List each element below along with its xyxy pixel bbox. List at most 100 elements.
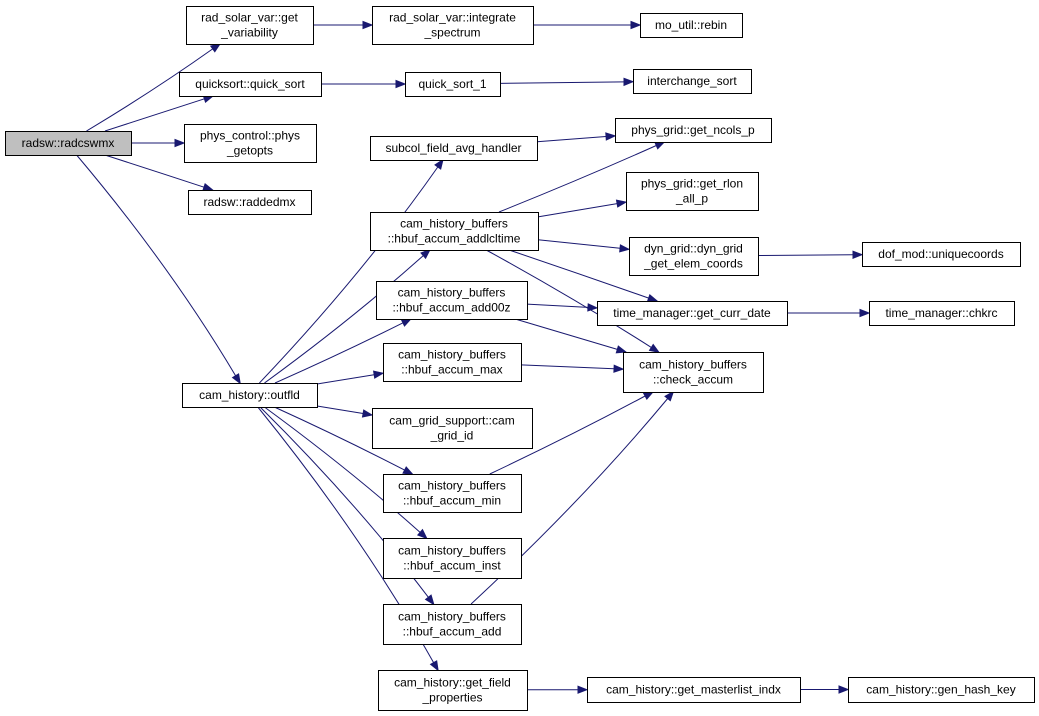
node-label: cam_history_buffers — [400, 217, 508, 231]
edge-get_variability-to-integrate_spectrum — [313, 20, 374, 30]
node-outfld[interactable]: cam_history::outfld — [182, 383, 318, 408]
edge-addlcltime-to-dyn_grid_coords — [537, 239, 631, 253]
node-accum_max[interactable]: cam_history_buffers::hbuf_accum_max — [383, 343, 522, 382]
edge-line — [76, 154, 237, 376]
node-label: _get_elem_coords — [643, 257, 743, 271]
node-interchange_sort[interactable]: interchange_sort — [633, 69, 752, 94]
arrowhead-icon — [577, 685, 589, 694]
node-box — [5, 131, 132, 156]
arrowhead-icon — [587, 303, 599, 312]
arrowhead-icon — [231, 373, 241, 385]
node-label: _variability — [220, 26, 278, 40]
arrowhead-icon — [434, 158, 444, 170]
node-quick_sort_1[interactable]: quick_sort_1 — [405, 72, 501, 97]
node-gen_hash_key[interactable]: cam_history::gen_hash_key — [848, 677, 1035, 703]
edge-get_masterlist_indx-to-gen_hash_key — [800, 685, 850, 694]
node-uniquecoords[interactable]: dof_mod::uniquecoords — [862, 242, 1021, 267]
node-label: cam_history_buffers — [398, 348, 506, 362]
node-box — [615, 118, 772, 143]
arrowhead-icon — [859, 308, 871, 318]
edge-line — [508, 249, 649, 299]
node-get_masterlist_indx[interactable]: cam_history::get_masterlist_indx — [587, 677, 801, 703]
edge-dyn_grid_coords-to-uniquecoords — [757, 250, 864, 259]
edge-line — [264, 406, 421, 533]
arrowhead-icon — [630, 20, 642, 30]
node-box — [182, 383, 318, 408]
edge-add00z-to-check_accum — [515, 318, 628, 354]
edge-line — [499, 81, 625, 84]
node-label: subcol_field_avg_handler — [385, 141, 521, 155]
node-rebin[interactable]: mo_util::rebin — [640, 13, 743, 38]
node-get_rlon_all_p[interactable]: phys_grid::get_rlon_all_p — [626, 172, 759, 211]
node-label: cam_history_buffers — [398, 286, 506, 300]
node-box — [597, 301, 788, 326]
edge-outfld-to-accum_max — [316, 370, 385, 385]
node-addlcltime[interactable]: cam_history_buffers::hbuf_accum_addlclti… — [370, 212, 539, 251]
node-label: _spectrum — [423, 26, 480, 40]
arrowhead-icon — [852, 250, 864, 259]
node-box — [372, 408, 533, 449]
node-box — [383, 474, 522, 513]
node-box — [372, 6, 534, 45]
edge-line — [86, 48, 213, 132]
node-check_accum[interactable]: cam_history_buffers::check_accum — [623, 352, 764, 393]
node-label: cam_history_buffers — [398, 610, 506, 624]
node-box — [629, 237, 759, 276]
node-label: mo_util::rebin — [655, 18, 727, 32]
node-cam_grid_id[interactable]: cam_grid_support::cam_grid_id — [372, 408, 533, 449]
node-add00z[interactable]: cam_history_buffers::hbuf_accum_add00z — [376, 281, 528, 320]
edge-line — [520, 364, 615, 370]
node-label: ::hbuf_accum_max — [401, 363, 502, 377]
edge-add00z-to-get_curr_date — [526, 303, 599, 312]
edge-outfld-to-accum_inst — [264, 406, 428, 540]
edge-radcswmx-to-phys_getopts — [130, 138, 186, 148]
node-box — [587, 677, 801, 703]
node-label: cam_history::get_masterlist_indx — [606, 683, 781, 697]
arrowhead-icon — [202, 183, 214, 192]
node-box — [179, 72, 322, 97]
node-integrate_spectrum[interactable]: rad_solar_var::integrate_spectrum — [372, 6, 534, 45]
node-label: ::hbuf_accum_inst — [403, 559, 501, 573]
edge-line — [537, 239, 621, 249]
arrowhead-icon — [395, 79, 407, 89]
node-get_variability[interactable]: rad_solar_var::get_variability — [186, 6, 314, 45]
arrowhead-icon — [420, 248, 432, 260]
node-label: phys_grid::get_ncols_p — [631, 123, 755, 137]
edge-quick_sort-to-quick_sort_1 — [321, 79, 407, 89]
edge-line — [316, 374, 375, 385]
node-subcol_handler[interactable]: subcol_field_avg_handler — [370, 136, 538, 161]
node-radcswmx[interactable]: radsw::radcswmx — [5, 131, 132, 156]
edge-get_field_properties-to-get_masterlist_indx — [526, 685, 589, 694]
node-dyn_grid_coords[interactable]: dyn_grid::dyn_grid_get_elem_coords — [629, 237, 759, 276]
node-get_field_properties[interactable]: cam_history::get_field_properties — [378, 670, 528, 711]
node-label: cam_history_buffers — [398, 544, 506, 558]
edge-line — [104, 154, 205, 188]
node-quick_sort[interactable]: quicksort::quick_sort — [179, 72, 322, 97]
node-box — [405, 72, 501, 97]
edge-addlcltime-to-check_accum — [485, 249, 661, 354]
node-label: time_manager::get_curr_date — [613, 306, 771, 320]
node-chkrc[interactable]: time_manager::chkrc — [869, 301, 1015, 326]
arrowhead-icon — [648, 343, 661, 354]
node-phys_getopts[interactable]: phys_control::phys_getopts — [184, 124, 317, 163]
node-get_curr_date[interactable]: time_manager::get_curr_date — [597, 301, 788, 326]
arrowhead-icon — [402, 466, 414, 475]
node-get_ncols_p[interactable]: phys_grid::get_ncols_p — [615, 118, 772, 143]
edge-accum_max-to-check_accum — [520, 364, 625, 373]
arrowhead-icon — [623, 77, 635, 87]
node-box — [370, 136, 538, 161]
node-box — [383, 343, 522, 382]
node-label: interchange_sort — [647, 74, 737, 88]
node-accum_min[interactable]: cam_history_buffers::hbuf_accum_min — [383, 474, 522, 513]
node-label: cam_history::gen_hash_key — [866, 683, 1015, 697]
node-accum_inst[interactable]: cam_history_buffers::hbuf_accum_inst — [383, 538, 522, 579]
node-label: dyn_grid::dyn_grid — [644, 242, 743, 256]
node-raddedmx[interactable]: radsw::raddedmx — [188, 190, 312, 215]
node-box — [188, 190, 312, 215]
node-box — [370, 212, 539, 251]
node-accum_add[interactable]: cam_history_buffers::hbuf_accum_add — [383, 604, 522, 645]
node-label: ::hbuf_accum_add00z — [392, 301, 510, 315]
edge-outfld-to-subcol_handler — [259, 158, 444, 384]
edge-line — [536, 136, 607, 143]
node-box — [626, 172, 759, 211]
